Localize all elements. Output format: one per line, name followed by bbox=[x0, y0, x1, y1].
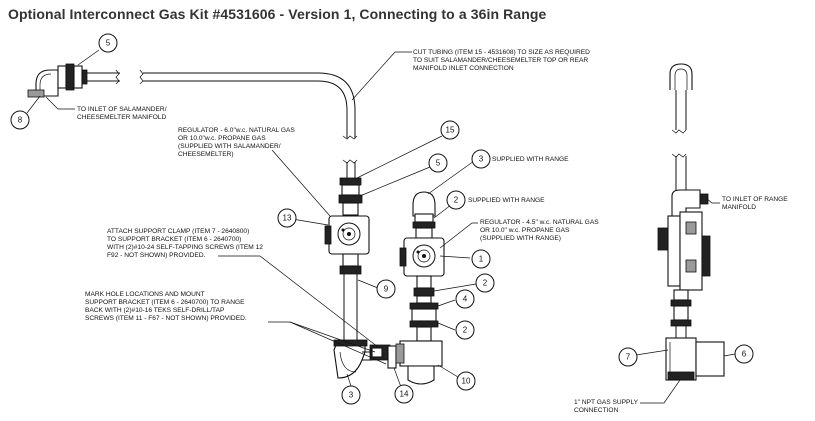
callout-5-center: 5 bbox=[428, 153, 448, 173]
note-supplied-range-3: SUPPLIED WITH RANGE bbox=[492, 156, 569, 163]
callout-13: 13 bbox=[277, 208, 297, 228]
svg-text:15: 15 bbox=[446, 126, 455, 135]
salamander-inlet-elbow bbox=[27, 63, 120, 98]
svg-text:10: 10 bbox=[462, 377, 471, 386]
range-elbow bbox=[412, 191, 436, 239]
side-view-regulator bbox=[657, 189, 711, 291]
svg-text:MANIFOLD: MANIFOLD bbox=[722, 204, 756, 211]
svg-text:REGULATOR - 4.5" w.c. NATURAL: REGULATOR - 4.5" w.c. NATURAL GAS bbox=[480, 219, 599, 226]
range-regulator bbox=[399, 237, 445, 277]
leader-lines bbox=[26, 49, 736, 404]
salamander-fittings bbox=[338, 177, 363, 216]
note-mark-holes: MARK HOLE LOCATIONS AND MOUNT SUPPORT BR… bbox=[85, 291, 247, 322]
svg-text:CONNECTION: CONNECTION bbox=[574, 407, 619, 414]
side-view-bottom-bracket bbox=[665, 337, 725, 381]
callout-3-top: 3 bbox=[471, 149, 491, 169]
side-view-vertical-pipe bbox=[670, 289, 692, 338]
svg-text:8: 8 bbox=[18, 116, 23, 125]
svg-text:1: 1 bbox=[479, 255, 484, 264]
callout-10: 10 bbox=[456, 371, 476, 391]
svg-text:TO SUIT SALAMANDER/CHEESEMELTE: TO SUIT SALAMANDER/CHEESEMELTER TOP OR R… bbox=[413, 57, 588, 64]
svg-text:CUT TUBING (ITEM 15 - 4531608): CUT TUBING (ITEM 15 - 4531608) TO SIZE A… bbox=[413, 49, 590, 56]
callout-5-top-left: 5 bbox=[98, 33, 118, 53]
vertical-pipe-item-9 bbox=[339, 253, 362, 345]
svg-text:4: 4 bbox=[463, 295, 468, 304]
svg-text:3: 3 bbox=[479, 155, 484, 164]
svg-text:OR 10.0" w.c. PROPANE GAS: OR 10.0" w.c. PROPANE GAS bbox=[480, 227, 570, 234]
note-support-clamp: ATTACH SUPPORT CLAMP (ITEM 7 - 2640800) … bbox=[107, 228, 263, 259]
svg-text:F92 - NOT SHOWN) PROVIDED.: F92 - NOT SHOWN) PROVIDED. bbox=[107, 252, 206, 259]
svg-text:BACK WITH (2)#10-16 TEKS SELF-: BACK WITH (2)#10-16 TEKS SELF-DRILL/TAP bbox=[85, 307, 225, 314]
callout-14: 14 bbox=[394, 384, 414, 404]
svg-text:CHEESEMELTER): CHEESEMELTER) bbox=[178, 151, 234, 158]
svg-text:1" NPT GAS SUPPLY: 1" NPT GAS SUPPLY bbox=[574, 399, 639, 406]
svg-text:TO SUPPORT BRACKET (ITEM 6 - 2: TO SUPPORT BRACKET (ITEM 6 - 2640700) bbox=[107, 236, 241, 243]
svg-text:(SUPPLIED WITH SALAMANDER/: (SUPPLIED WITH SALAMANDER/ bbox=[178, 143, 281, 150]
svg-text:7: 7 bbox=[626, 353, 631, 362]
note-cut-tubing: CUT TUBING (ITEM 15 - 4531608) TO SIZE A… bbox=[413, 49, 590, 72]
svg-text:SUPPLIED WITH RANGE: SUPPLIED WITH RANGE bbox=[492, 156, 569, 163]
svg-text:2: 2 bbox=[463, 326, 468, 335]
svg-text:3: 3 bbox=[349, 391, 354, 400]
callout-6: 6 bbox=[734, 344, 754, 364]
range-lower-fittings bbox=[409, 275, 439, 342]
svg-text:MANIFOLD INLET CONNECTION: MANIFOLD INLET CONNECTION bbox=[413, 65, 514, 72]
note-supplied-range-2: SUPPLIED WITH RANGE bbox=[468, 197, 545, 204]
note-regulator-range: REGULATOR - 4.5" w.c. NATURAL GAS OR 10.… bbox=[480, 219, 599, 242]
svg-text:SUPPLIED WITH RANGE: SUPPLIED WITH RANGE bbox=[468, 197, 545, 204]
side-view-top-fitting bbox=[669, 63, 693, 190]
callout-3-bottom: 3 bbox=[341, 385, 361, 405]
svg-text:SUPPORT BRACKET (ITEM 6 - 2640: SUPPORT BRACKET (ITEM 6 - 2640700) TO RA… bbox=[85, 299, 245, 306]
note-inlet-salamander: TO INLET OF SALAMANDER/ CHEESEMELTER MAN… bbox=[77, 106, 167, 121]
callout-2-top: 2 bbox=[446, 190, 466, 210]
svg-text:WITH (2)#10-24 SELF-TAPPING SC: WITH (2)#10-24 SELF-TAPPING SCREWS (ITEM… bbox=[107, 244, 263, 251]
svg-text:TO INLET OF RANGE: TO INLET OF RANGE bbox=[722, 196, 788, 203]
svg-text:2: 2 bbox=[483, 279, 488, 288]
range-tee bbox=[395, 340, 443, 385]
svg-text:REGULATOR - 6.0"w.c. NATURAL G: REGULATOR - 6.0"w.c. NATURAL GAS bbox=[178, 127, 295, 134]
svg-text:MARK HOLE LOCATIONS AND MOUNT: MARK HOLE LOCATIONS AND MOUNT bbox=[85, 291, 205, 298]
svg-text:5: 5 bbox=[436, 159, 441, 168]
bottom-elbow bbox=[333, 339, 368, 379]
support-clamp bbox=[362, 344, 397, 369]
svg-text:14: 14 bbox=[400, 390, 409, 399]
callout-4: 4 bbox=[455, 289, 475, 309]
svg-text:6: 6 bbox=[742, 350, 747, 359]
callout-15: 15 bbox=[440, 120, 460, 140]
svg-text:ATTACH SUPPORT CLAMP (ITEM 7 -: ATTACH SUPPORT CLAMP (ITEM 7 - 2640800) bbox=[107, 228, 249, 235]
callout-1: 1 bbox=[471, 249, 491, 269]
svg-text:OR 10.0"w.c. PROPANE GAS: OR 10.0"w.c. PROPANE GAS bbox=[178, 135, 266, 142]
svg-text:13: 13 bbox=[283, 214, 292, 223]
svg-text:TO INLET OF SALAMANDER/: TO INLET OF SALAMANDER/ bbox=[77, 106, 167, 113]
callout-9: 9 bbox=[376, 279, 396, 299]
callout-8: 8 bbox=[10, 110, 30, 130]
cut-tubing bbox=[139, 69, 358, 178]
diagram-title: Optional Interconnect Gas Kit #4531606 -… bbox=[8, 6, 547, 22]
note-regulator-salamander: REGULATOR - 6.0"w.c. NATURAL GAS OR 10.0… bbox=[178, 127, 295, 158]
callout-2-middle: 2 bbox=[475, 273, 495, 293]
svg-text:(SUPPLIED WITH RANGE): (SUPPLIED WITH RANGE) bbox=[480, 235, 561, 242]
svg-text:5: 5 bbox=[106, 39, 111, 48]
callout-2-lower: 2 bbox=[455, 320, 475, 340]
svg-text:2: 2 bbox=[454, 196, 459, 205]
svg-text:9: 9 bbox=[384, 285, 389, 294]
note-inlet-range: TO INLET OF RANGE MANIFOLD bbox=[722, 196, 788, 211]
salamander-regulator bbox=[324, 215, 370, 255]
svg-text:SCREWS (ITEM 11 - F67 - NOT SH: SCREWS (ITEM 11 - F67 - NOT SHOWN) PROVI… bbox=[85, 315, 247, 322]
svg-text:CHEESEMELTER MANIFOLD: CHEESEMELTER MANIFOLD bbox=[77, 114, 167, 121]
note-npt-supply: 1" NPT GAS SUPPLY CONNECTION bbox=[574, 399, 639, 414]
callout-7: 7 bbox=[618, 347, 638, 367]
